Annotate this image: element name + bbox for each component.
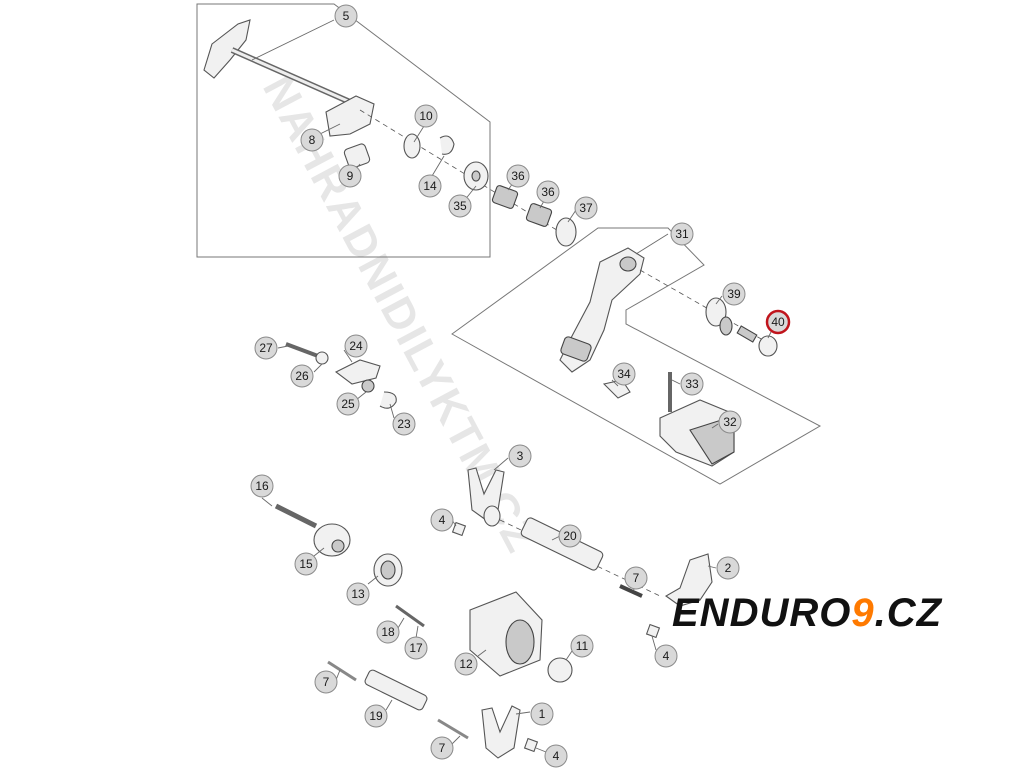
callout-18-text: 18 — [381, 625, 395, 639]
assembly-box-5 — [196, 3, 491, 258]
callout-3-text: 3 — [517, 449, 524, 463]
callout-39-text: 39 — [727, 287, 741, 301]
callouts: 5 8 9 10 14 35 36 36 37 31 39 40 34 33 3… — [250, 4, 791, 768]
shift-shaft — [203, 19, 561, 233]
callout-40-text: 40 — [771, 315, 785, 329]
callout-7c-text: 7 — [439, 741, 446, 755]
callout-2: 2 — [716, 556, 740, 580]
callout-34: 34 — [612, 362, 636, 386]
callout-1: 1 — [530, 702, 554, 726]
callout-35: 35 — [448, 194, 472, 218]
callout-37: 37 — [574, 196, 598, 220]
callout-25-text: 25 — [341, 397, 355, 411]
callout-10: 10 — [414, 104, 438, 128]
callout-26-text: 26 — [295, 369, 309, 383]
callout-11-text: 11 — [576, 639, 589, 653]
shift-drum-assembly — [274, 467, 713, 759]
callout-3: 3 — [508, 444, 532, 468]
callout-4a: 4 — [430, 508, 454, 532]
callout-32: 32 — [718, 410, 742, 434]
callout-23: 23 — [392, 412, 416, 436]
callout-7b-text: 7 — [323, 675, 330, 689]
callout-24: 24 — [344, 334, 368, 358]
callout-27: 27 — [254, 336, 278, 360]
callout-17-text: 17 — [409, 641, 423, 655]
enduro9-logo: ENDURO9.CZ — [672, 591, 943, 635]
shift-lever — [559, 247, 778, 467]
callout-16-text: 16 — [255, 479, 269, 493]
callout-4b: 4 — [654, 644, 678, 668]
callout-13-text: 13 — [351, 587, 365, 601]
callout-25: 25 — [336, 392, 360, 416]
callout-31-text: 31 — [675, 227, 689, 241]
callout-8: 8 — [300, 128, 324, 152]
watermark: NAHRADNIDILYKTM.CZ — [253, 68, 547, 562]
callout-23-text: 23 — [397, 417, 411, 431]
callout-7a: 7 — [624, 566, 648, 590]
callout-9-text: 9 — [347, 169, 354, 183]
callout-20-text: 20 — [563, 529, 577, 543]
callout-7b: 7 — [314, 670, 338, 694]
callout-12-text: 12 — [459, 657, 473, 671]
callout-15: 15 — [294, 552, 318, 576]
callout-17: 17 — [404, 636, 428, 660]
callout-19-text: 19 — [369, 709, 383, 723]
logo-cz: .CZ — [875, 591, 943, 635]
callout-1-text: 1 — [539, 707, 546, 721]
callout-26: 26 — [290, 364, 314, 388]
callout-19: 19 — [364, 704, 388, 728]
callout-15-text: 15 — [299, 557, 313, 571]
callout-14: 14 — [418, 174, 442, 198]
callout-32-text: 32 — [723, 415, 737, 429]
callout-12: 12 — [454, 652, 478, 676]
callout-8-text: 8 — [309, 133, 316, 147]
callout-7a-text: 7 — [633, 571, 640, 585]
shift-detent-linkage — [285, 342, 397, 409]
callout-20: 20 — [558, 524, 582, 548]
shaft-washers-bearings — [403, 133, 577, 247]
callout-31: 31 — [670, 222, 694, 246]
callout-7c: 7 — [430, 736, 454, 760]
callout-13: 13 — [346, 582, 370, 606]
logo-text: ENDURO9.CZ — [672, 591, 943, 635]
callout-36b-text: 36 — [541, 185, 555, 199]
callout-4c: 4 — [544, 744, 568, 768]
callout-24-text: 24 — [349, 339, 363, 353]
callout-16: 16 — [250, 474, 274, 498]
logo-enduro: ENDURO — [672, 591, 851, 635]
callout-5-text: 5 — [343, 9, 350, 23]
callout-40-highlighted: 40 — [765, 309, 791, 335]
callout-36b: 36 — [536, 180, 560, 204]
assembly-box-31 — [451, 227, 822, 485]
callout-34-text: 34 — [617, 367, 631, 381]
callout-14-text: 14 — [423, 179, 437, 193]
callout-33: 33 — [680, 372, 704, 396]
callout-37-text: 37 — [579, 201, 593, 215]
callout-4b-text: 4 — [663, 649, 670, 663]
logo-nine: 9 — [851, 591, 874, 635]
callout-27-text: 27 — [259, 341, 273, 355]
callout-35-text: 35 — [453, 199, 467, 213]
callout-9: 9 — [338, 164, 362, 188]
callout-33-text: 33 — [685, 377, 699, 391]
callout-10-text: 10 — [419, 109, 433, 123]
callout-11: 11 — [570, 634, 594, 658]
callout-18: 18 — [376, 620, 400, 644]
callout-36a-text: 36 — [511, 169, 525, 183]
callout-2-text: 2 — [725, 561, 732, 575]
callout-5: 5 — [334, 4, 358, 28]
callout-39: 39 — [722, 282, 746, 306]
callout-4c-text: 4 — [553, 749, 560, 763]
callout-36a: 36 — [506, 164, 530, 188]
callout-4a-text: 4 — [439, 513, 446, 527]
